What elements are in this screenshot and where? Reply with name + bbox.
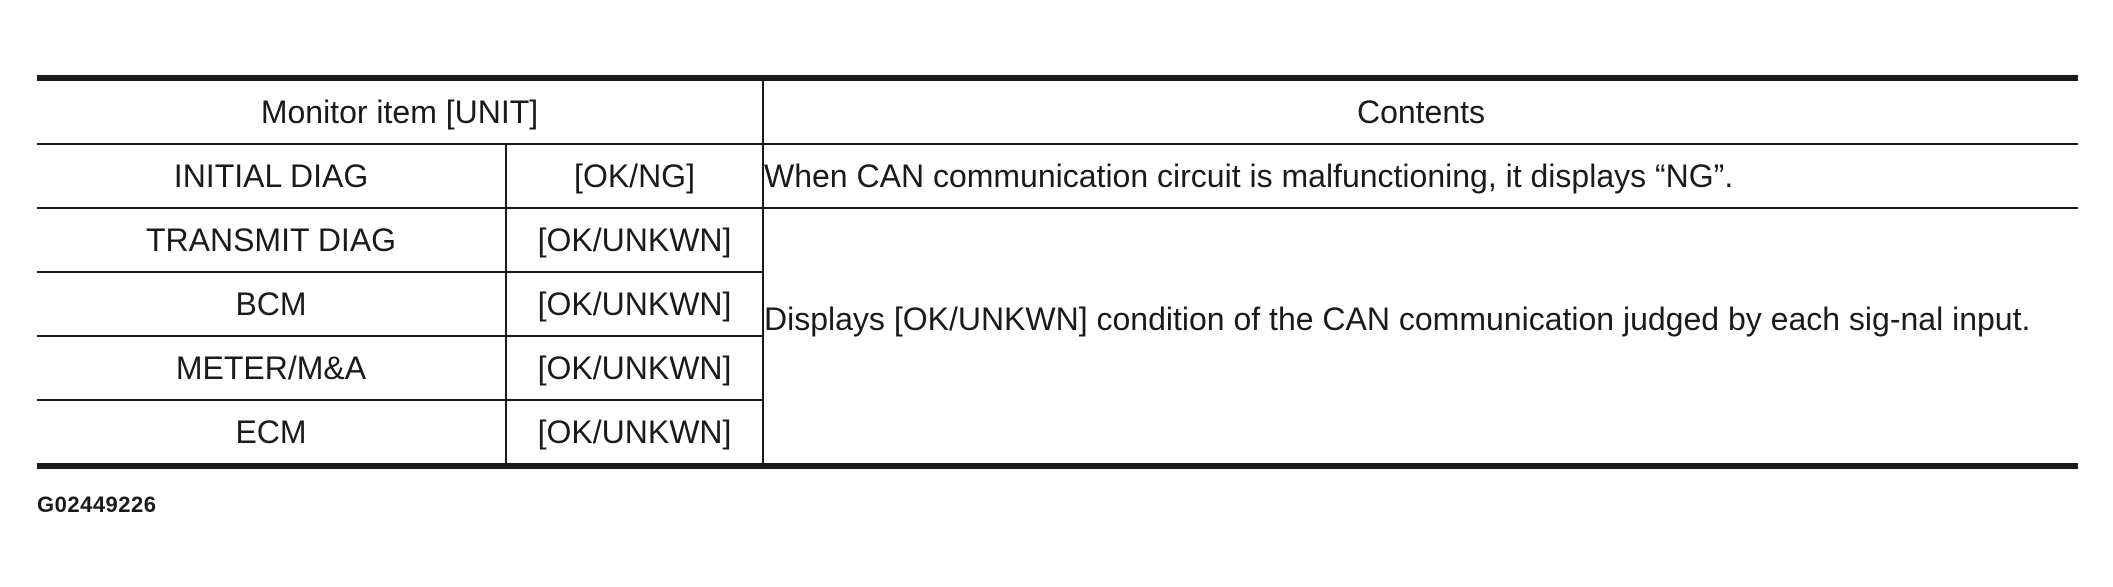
table-header-row: Monitor item [UNIT] Contents (37, 78, 2078, 145)
monitor-item-table-container: Monitor item [UNIT] Contents INITIAL DIA… (37, 75, 2078, 469)
table-row: BCM [OK/UNKWN] (37, 272, 2078, 337)
header-contents: Contents (763, 78, 2078, 145)
figure-code: G02449226 (37, 492, 157, 517)
monitor-item-name: BCM (37, 272, 507, 337)
monitor-item-contents-merged: Displays [OK/UNKWN] condition of the CAN… (763, 208, 2078, 467)
header-monitor-item: Monitor item [UNIT] (37, 78, 764, 145)
monitor-item-name: INITIAL DIAG (37, 144, 507, 209)
monitor-item-unit: [OK/UNKWN] (506, 208, 764, 273)
monitor-item-contents: When CAN communication circuit is malfun… (763, 144, 2078, 209)
table-row: TRANSMIT DIAG [OK/UNKWN] Displays [OK/UN… (37, 208, 2078, 467)
monitor-item-name: TRANSMIT DIAG (37, 208, 507, 273)
table-row: ECM [OK/UNKWN] (37, 400, 2078, 466)
monitor-item-table: Monitor item [UNIT] Contents INITIAL DIA… (37, 75, 2078, 469)
table-row: INITIAL DIAG [OK/NG] When CAN communicat… (37, 144, 2078, 209)
table-row: METER/M&A [OK/UNKWN] (37, 336, 2078, 401)
monitor-item-unit: [OK/NG] (506, 144, 764, 209)
monitor-item-name: METER/M&A (37, 336, 507, 401)
monitor-item-unit: [OK/UNKWN] (506, 400, 764, 466)
monitor-item-name: ECM (37, 400, 507, 466)
monitor-item-unit: [OK/UNKWN] (506, 272, 764, 337)
monitor-item-unit: [OK/UNKWN] (506, 336, 764, 401)
